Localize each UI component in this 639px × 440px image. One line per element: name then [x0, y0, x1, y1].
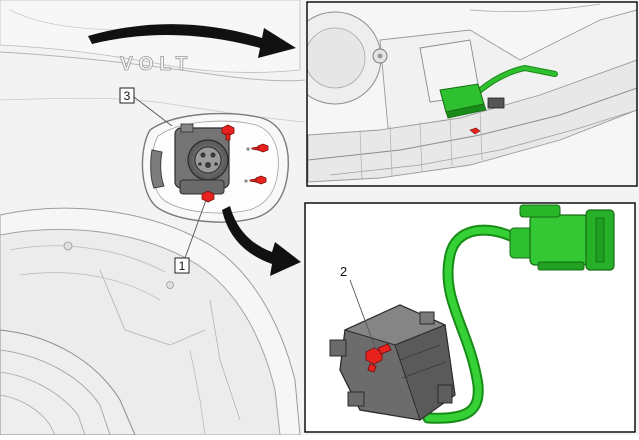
liner-fastener-hole-2 [166, 281, 174, 289]
inset-top-boss-inner [307, 27, 366, 89]
module-rib [399, 344, 447, 379]
volt-emboss-text: VOLT [120, 54, 193, 75]
socket-pin-5 [214, 162, 218, 166]
fastener-top-shank-icon [225, 133, 231, 141]
module-tab-3 [419, 311, 435, 325]
module-fastener-tip-icon [367, 363, 377, 373]
curved-arrow-down-right-icon [222, 206, 301, 276]
connector-body [529, 214, 589, 266]
inset-top-rail-2 [329, 109, 637, 176]
module-tab-4 [437, 384, 453, 404]
quarter-panel-surface [0, 0, 301, 73]
module-fastener-icon [365, 347, 383, 365]
inset-top-rail [307, 87, 637, 161]
inset-bottom-border [304, 202, 636, 433]
leader-line-3 [133, 96, 173, 127]
inset-top-bolt-center [377, 53, 383, 59]
wheel-rim-line-1 [0, 349, 111, 436]
inset-top-clip [487, 97, 505, 109]
fastener-top-icon [221, 124, 235, 137]
charge-port-socket-inner [194, 146, 222, 174]
fastener-right-1-shank-icon [251, 146, 259, 151]
charge-port-assembly [174, 123, 230, 195]
socket-pin-4 [198, 162, 202, 166]
inset-top-connector-face [445, 103, 487, 119]
wheel-rim-line-3 [0, 394, 56, 436]
fastener-right-1-icon [257, 143, 269, 153]
inset-top-harness-wire-hl [476, 65, 557, 94]
housing-tab [180, 123, 194, 133]
callout-1: 1 [174, 257, 190, 274]
door-hinge [150, 149, 165, 189]
socket-pin-1 [200, 152, 206, 158]
module-fastener-shank-icon [377, 343, 392, 355]
module-fastener-red [365, 343, 392, 373]
leader-line-1 [184, 199, 207, 259]
socket-pin-2 [210, 152, 216, 158]
module-tab-2 [347, 391, 365, 407]
module-tab-1 [329, 339, 347, 357]
liner-rib-3 [99, 269, 206, 346]
fastener-bottom-icon [201, 190, 215, 203]
liner-rib-2 [19, 272, 161, 301]
charge-port-flange [179, 179, 225, 195]
fastener-right-2-shank-icon [249, 178, 257, 183]
detail-inset-bottom: 2 [304, 202, 636, 433]
fastener-right-2-icon [255, 175, 267, 185]
callout-1-label: 1 [179, 259, 186, 273]
inset-top-edge [469, 3, 601, 12]
callout-2-label: 2 [340, 264, 347, 279]
liner-rib-4 [209, 299, 241, 421]
detail-inset-top [306, 1, 638, 187]
connector-side-tab [595, 217, 605, 263]
liner-rib-1 [9, 245, 166, 273]
leader-line-2 [349, 279, 377, 351]
connector-latch-bottom [537, 261, 585, 271]
body-crease-line [0, 51, 306, 82]
connector-latch-top [519, 204, 561, 218]
bolt-hole-1 [246, 147, 250, 151]
inset-top-clip-red [469, 127, 481, 135]
inset-top-ribs [359, 109, 483, 181]
harness-cable-highlight [424, 226, 532, 422]
curved-arrow-right-icon [88, 24, 296, 58]
wheel-rim-line-2 [0, 371, 86, 436]
charge-port-module [329, 304, 456, 421]
fastener-group-main [201, 124, 269, 203]
socket-pin-3 [205, 162, 211, 168]
liner-fastener-hole [63, 241, 73, 251]
callout-3-label: 3 [124, 89, 131, 103]
callout-3: 3 [119, 87, 135, 104]
inset-top-border [306, 1, 638, 187]
liner-rib-5 [189, 349, 206, 436]
harness-connector [509, 204, 615, 271]
bolt-hole-2 [244, 179, 248, 183]
